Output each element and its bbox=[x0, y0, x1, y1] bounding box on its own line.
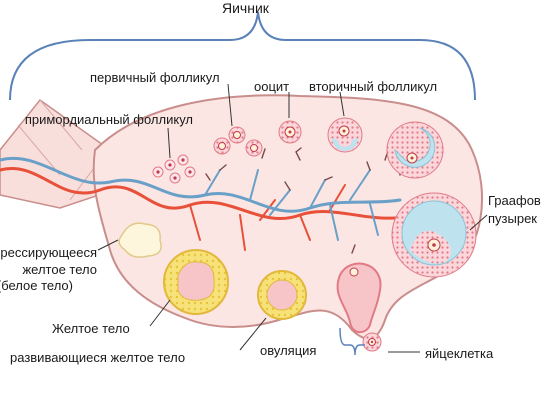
label-primordial-follicle: примордиальный фолликул bbox=[24, 112, 193, 127]
label-egg: яйцеклетка bbox=[425, 346, 494, 361]
label-graafian-2: пузырек bbox=[488, 211, 537, 226]
developing-corpus-luteum bbox=[257, 270, 307, 320]
primary-follicles bbox=[213, 126, 263, 157]
label-developing-corpus-luteum: развивающиеся желтое тело bbox=[10, 350, 186, 365]
oocyte-follicle bbox=[278, 120, 302, 144]
label-ovary: Яичник bbox=[222, 0, 269, 16]
label-graafian-1: Граафов bbox=[488, 193, 541, 208]
label-ovulation: овуляция bbox=[260, 343, 317, 358]
leader-lines bbox=[97, 83, 488, 353]
primordial-follicles bbox=[152, 154, 196, 184]
ovulation-site bbox=[336, 262, 382, 352]
label-regressing-1: регрессирующееся bbox=[0, 245, 97, 260]
tertiary-follicle bbox=[386, 121, 444, 179]
corpus-albicans bbox=[118, 222, 162, 258]
label-regressing-2: желтое тело bbox=[22, 262, 97, 277]
ovary-bracket bbox=[9, 11, 476, 101]
label-corpus-luteum: Желтое тело bbox=[52, 321, 130, 336]
label-regressing-3: (белое тело) bbox=[0, 278, 73, 293]
ovulation-brace bbox=[339, 327, 365, 356]
label-secondary-follicle: вторичный фолликул bbox=[309, 79, 438, 94]
graafian-follicle bbox=[391, 192, 477, 278]
corpus-luteum bbox=[163, 249, 229, 315]
secondary-follicle bbox=[327, 117, 363, 153]
label-oocyte: ооцит bbox=[254, 79, 290, 94]
label-primary-follicle: первичный фолликул bbox=[90, 70, 220, 85]
